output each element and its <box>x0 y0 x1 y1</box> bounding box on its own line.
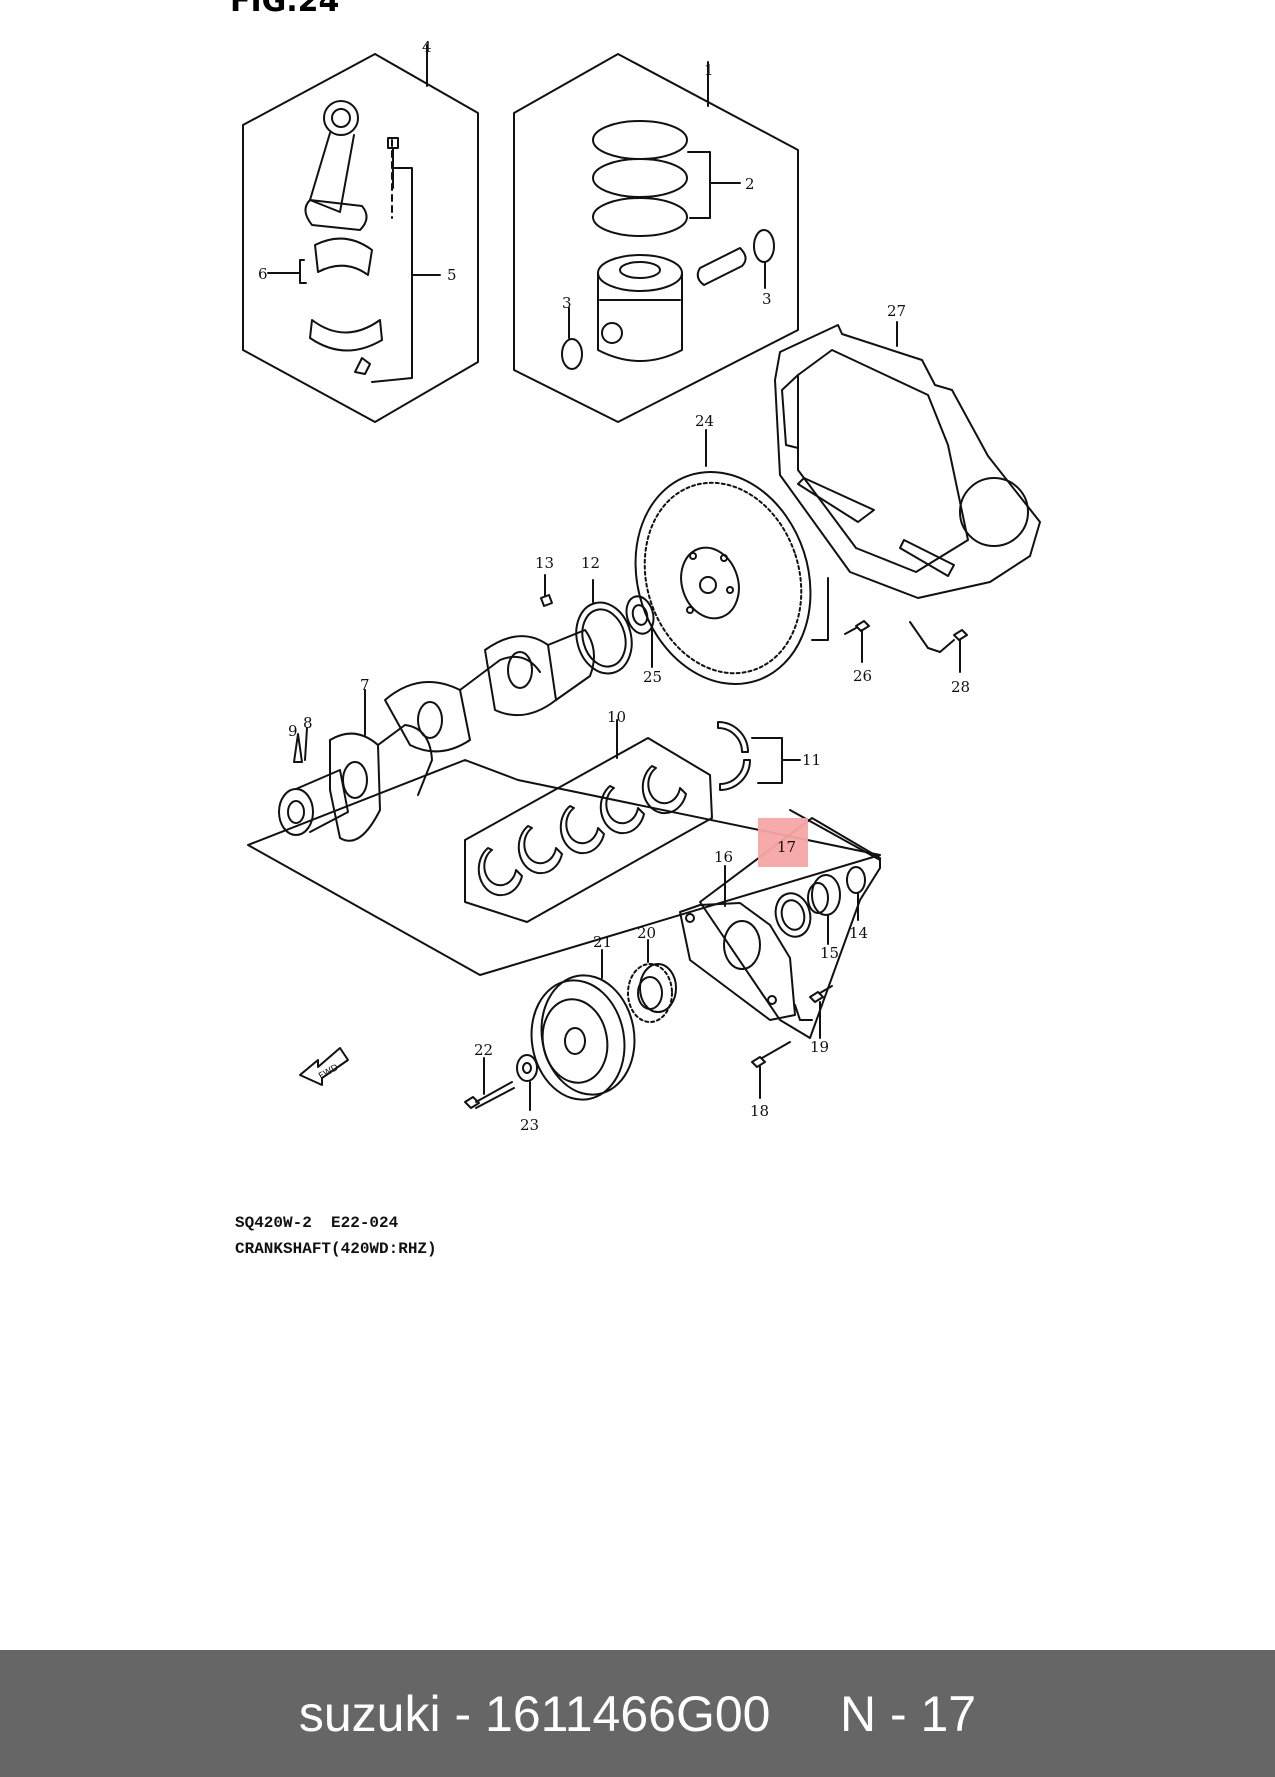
diagram-description: CRANKSHAFT(420WD:RHZ) <box>235 1240 437 1258</box>
part-label: 26 <box>853 667 872 685</box>
rear-plate <box>774 324 1041 599</box>
figure-title: FIG.24 <box>230 0 340 19</box>
part-label: 27 <box>887 302 906 320</box>
part-label: 13 <box>535 554 554 572</box>
part-number-caption: suzuki - 1611466G00 N - 17 <box>298 1685 977 1742</box>
main-bearings <box>477 765 687 897</box>
forward-arrow-icon <box>299 1047 349 1086</box>
part-17-highlight <box>758 818 808 867</box>
front-cover <box>679 902 796 1021</box>
part-label: 12 <box>581 554 600 572</box>
part-label: 25 <box>643 668 662 686</box>
part-label: 11 <box>802 751 821 769</box>
part-label: 19 <box>810 1038 829 1056</box>
part-label: 18 <box>750 1102 769 1120</box>
part-label: 1 <box>704 61 714 79</box>
pulley-washer <box>516 1054 538 1082</box>
part-label: 7 <box>360 676 370 694</box>
plate-bolt <box>939 629 968 673</box>
exploded-view-drawing: 4 1 2 3 3 5 6 27 24 13 12 25 26 28 7 8 9… <box>242 38 1041 1134</box>
rear-oil-seal <box>575 601 633 675</box>
part-label: 8 <box>303 714 313 732</box>
crank-timing-gear <box>627 963 677 1023</box>
part-label: 4 <box>422 38 432 56</box>
crankshaft <box>278 629 595 842</box>
front-oil-seal <box>774 892 812 938</box>
part-label: 21 <box>593 933 612 951</box>
thrust-washers <box>717 721 751 791</box>
part-label: 17 <box>777 838 796 856</box>
part-label: 28 <box>951 678 970 696</box>
piston-rings <box>592 120 688 237</box>
piston <box>597 254 683 362</box>
piston-group-frame <box>513 53 799 423</box>
conrod-group-frame <box>242 53 479 423</box>
piston-pin-clip <box>561 338 583 370</box>
flywheel-bolt <box>844 620 870 663</box>
flywheel <box>634 470 812 686</box>
part-label: 23 <box>520 1116 539 1134</box>
part-label: 5 <box>447 266 457 284</box>
part-label: 6 <box>258 265 268 283</box>
part-label: 3 <box>562 294 572 312</box>
cover-bolt-long <box>751 1041 791 1099</box>
footer-bar: suzuki - 1611466G00 N - 17 <box>0 1650 1275 1777</box>
parts-diagram: 4 1 2 3 3 5 6 27 24 13 12 25 26 28 7 8 9… <box>242 38 1041 1134</box>
part-label: 9 <box>288 722 298 740</box>
diagram-code: SQ420W-2 E22-024 <box>235 1214 399 1232</box>
crank-key <box>540 594 553 607</box>
part-label: 16 <box>714 848 733 866</box>
pilot-bearing <box>625 595 655 635</box>
crankshaft-group-frame <box>247 759 881 976</box>
part-label: 20 <box>637 924 656 942</box>
part-label: 3 <box>762 290 772 308</box>
main-bearing-frame <box>464 737 713 923</box>
connecting-rod <box>304 100 399 375</box>
part-label: 2 <box>745 175 755 193</box>
piston-pin <box>696 229 775 286</box>
part-label: 10 <box>607 708 626 726</box>
o-ring <box>846 866 866 894</box>
pulley-bolt <box>464 1081 515 1109</box>
part-label: 24 <box>695 412 714 430</box>
part-label: 14 <box>849 924 868 942</box>
part-label: 15 <box>820 944 839 962</box>
part-label: 22 <box>474 1041 493 1059</box>
timing-sprocket <box>811 874 841 916</box>
crank-pulley <box>530 974 636 1101</box>
